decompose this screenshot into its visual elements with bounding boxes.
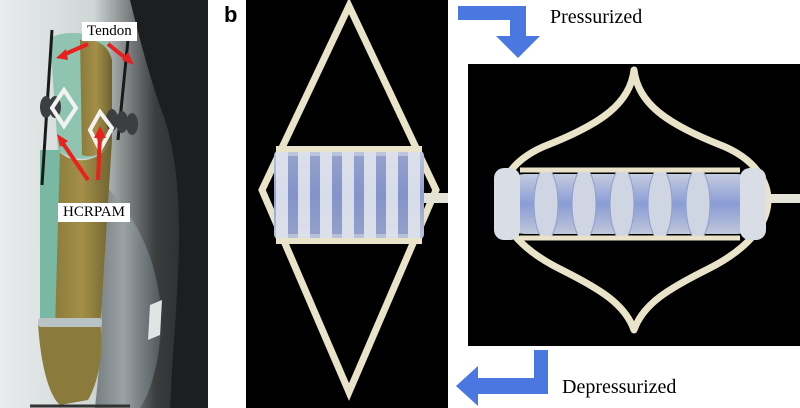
bent-arrow-down-icon bbox=[456, 2, 548, 60]
depressurized-label: Depressurized bbox=[562, 376, 677, 398]
depressurized-actuator-photo bbox=[246, 0, 448, 408]
panel-b-letter: b bbox=[224, 2, 238, 27]
pressurized-actuator-photo bbox=[468, 64, 800, 346]
bent-arrow-left-icon bbox=[454, 348, 550, 408]
tendon-label: Tendon bbox=[82, 22, 137, 41]
arm-render-photo bbox=[0, 0, 208, 408]
hcrpam-label: HCRPAM bbox=[58, 203, 130, 222]
pressurized-label: Pressurized bbox=[550, 6, 643, 28]
